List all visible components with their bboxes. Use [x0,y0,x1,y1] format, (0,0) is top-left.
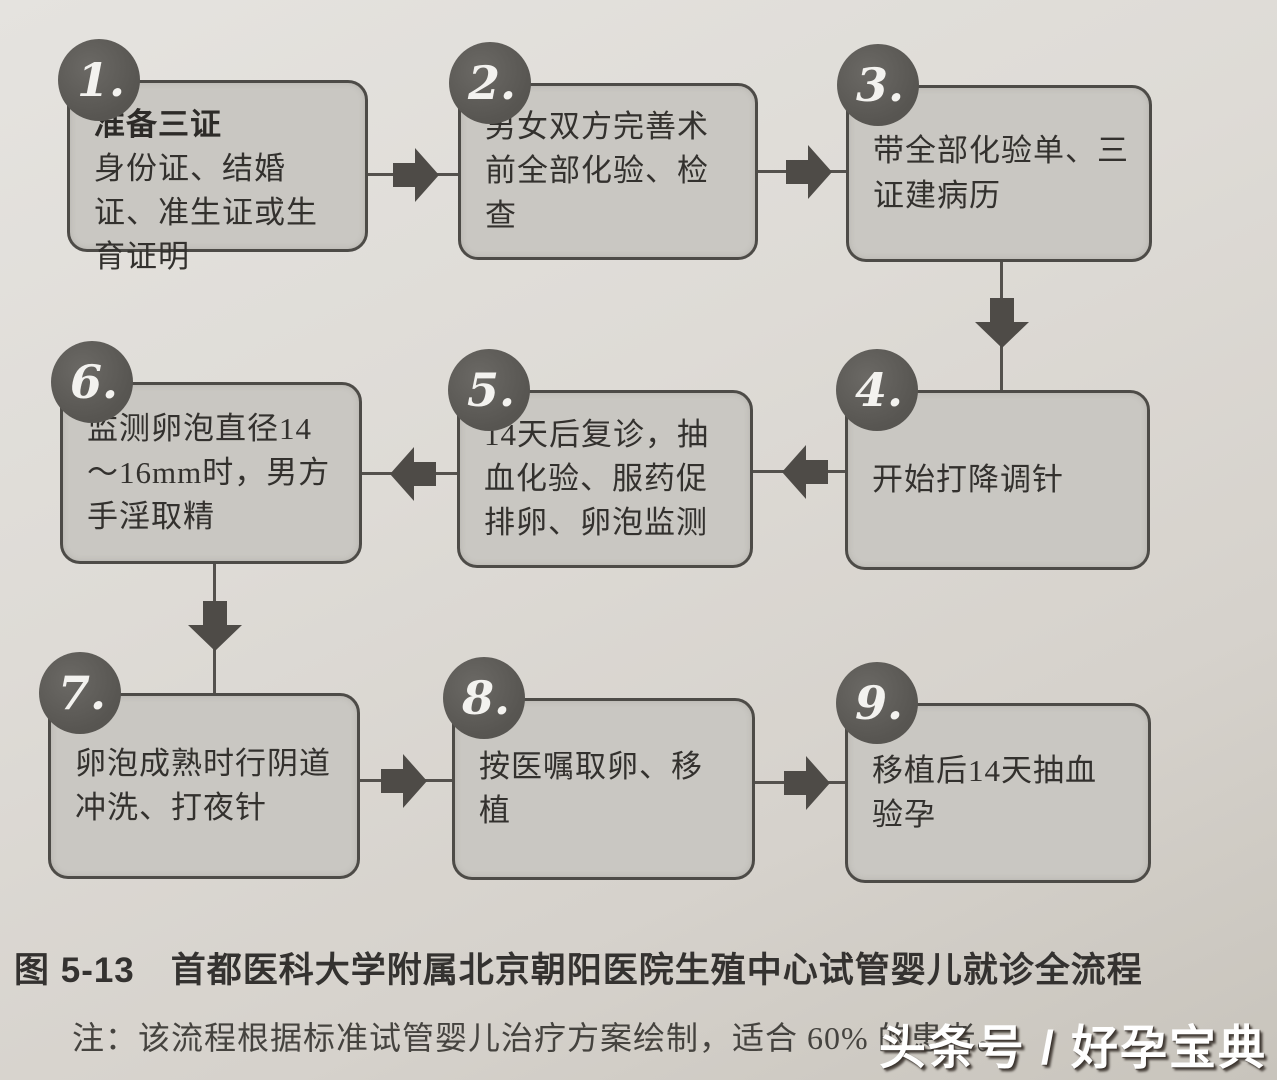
step-1-content: 准备三证 身份证、结婚证、准生证或生育证明 [94,103,345,279]
step-5-content: 14天后复诊，抽血化验、服药促排卵、卵泡监测 [484,413,730,545]
watermark-text: 头条号 / 好孕宝典 [878,1021,1267,1074]
step-3-content: 带全部化验单、三证建病历 [873,129,1129,217]
step-5-number-badge: 5. [448,349,530,431]
flow-step-2: 2. 男女双方完善术前全部化验、检查 [449,42,758,260]
step-4-number-badge: 4. [836,349,918,431]
step-9-text: 移植后14天抽血验孕 [872,752,1097,832]
step-8-number: 8. [461,671,511,725]
flow-step-9: 9. 移植后14天抽血验孕 [836,662,1151,883]
step-9-content: 移植后14天抽血验孕 [872,749,1128,837]
step-1-text: 身份证、结婚证、准生证或生育证明 [94,151,318,275]
step-8-content: 按医嘱取卵、移植 [479,745,732,833]
arrow-down-icon [188,601,242,651]
step-6-content: 监测卵泡直径14～16mm时，男方手淫取精 [87,407,339,539]
step-6-number-badge: 6. [51,341,133,423]
step-8-text: 按医嘱取卵、移植 [479,748,703,828]
step-3-number: 3. [855,58,905,112]
step-6-text: 监测卵泡直径14～16mm时，男方手淫取精 [87,410,331,534]
flow-step-4: 4. 开始打降调针 [836,349,1150,570]
step-1-number-badge: 1. [58,39,140,121]
flow-step-6: 6. 监测卵泡直径14～16mm时，男方手淫取精 [51,341,362,564]
step-9-number-badge: 9. [836,662,918,744]
arrow-right-icon [381,754,427,808]
step-7-text: 卵泡成熟时行阴道冲洗、打夜针 [75,745,331,825]
arrow-left-icon [782,445,828,499]
step-1-title: 准备三证 [94,107,222,142]
step-9-number: 9. [854,676,904,730]
step-5-number: 5. [466,363,516,417]
arrow-right-icon [784,756,830,810]
step-6-number: 6. [69,355,119,409]
step-2-text: 男女双方完善术前全部化验、检查 [485,109,709,233]
flow-step-3: 3. 带全部化验单、三证建病历 [837,44,1152,262]
flow-step-1: 1. 准备三证 身份证、结婚证、准生证或生育证明 [58,39,368,274]
arrow-right-icon [786,145,832,199]
step-8-number-badge: 8. [443,657,525,739]
arrow-right-icon [393,148,439,202]
figure-note: 注：该流程根据标准试管婴儿治疗方案绘制，适合 60% 的患者。 [72,1020,1010,1056]
step-5-text: 14天后复诊，抽血化验、服药促排卵、卵泡监测 [484,416,709,540]
arrow-down-icon [975,298,1029,348]
step-3-number-badge: 3. [837,44,919,126]
step-1-number: 1. [76,53,126,107]
figure-caption: 图 5-13 首都医科大学附属北京朝阳医院生殖中心试管婴儿就诊全流程 [14,951,1143,990]
step-7-content: 卵泡成熟时行阴道冲洗、打夜针 [75,742,337,830]
step-2-content: 男女双方完善术前全部化验、检查 [485,105,735,237]
flow-step-7: 7. 卵泡成熟时行阴道冲洗、打夜针 [39,652,360,879]
step-4-number: 4. [854,363,904,417]
flow-step-5: 5. 14天后复诊，抽血化验、服药促排卵、卵泡监测 [448,349,753,568]
arrow-left-icon [390,447,436,501]
step-3-text: 带全部化验单、三证建病历 [873,133,1129,213]
step-2-number: 2. [467,56,517,110]
step-7-number: 7. [57,666,107,720]
step-4-text: 开始打降调针 [872,461,1064,497]
step-4-content: 开始打降调针 [872,458,1127,502]
step-2-number-badge: 2. [449,42,531,124]
flow-step-8: 8. 按医嘱取卵、移植 [443,657,755,880]
step-7-number-badge: 7. [39,652,121,734]
